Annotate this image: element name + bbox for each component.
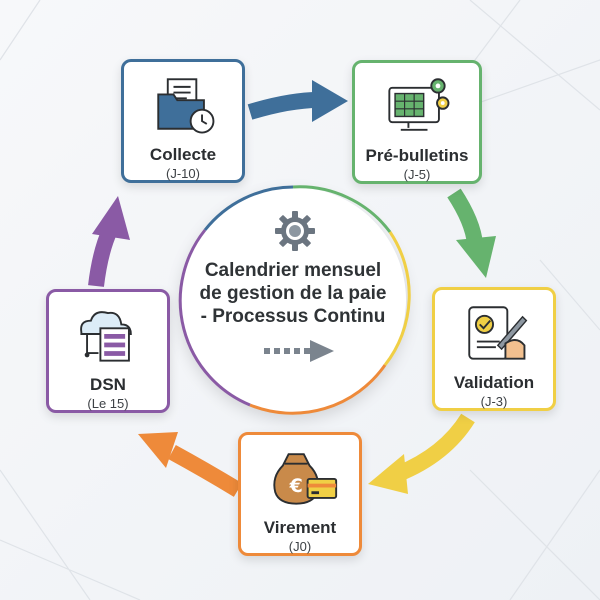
step-validation: Validation (J-3) [432,287,556,411]
arrow-dsn-to-collecte-head [92,196,130,240]
step-dsn-name: DSN [90,375,126,394]
step-collecte-when: (J-10) [166,166,200,181]
step-validation-when: (J-3) [480,394,508,409]
step-collecte-name: Collecte [149,145,217,164]
folder-clock-icon [157,78,215,134]
svg-text:€: € [289,475,303,497]
step-prebulletins-name: Pré-bulletins [365,146,469,165]
tablet-sign-icon [468,306,528,360]
step-prebulletins-when: (J-5) [403,167,431,182]
gear-icon [275,211,315,251]
continuous-arrow-icon [264,340,334,362]
step-collecte: Collecte (J-10) [121,59,245,183]
step-dsn: DSN (Le 15) [46,289,170,413]
monitor-spreadsheet-icon [388,78,450,131]
center-title-line1: Calendrier mensuel [204,260,382,281]
arrow-collecte-to-prebulletins-head [312,80,348,122]
step-virement-name: Virement [263,518,337,537]
center-title-line3: - Processus Continu [200,306,386,327]
step-prebulletins: Pré-bulletins (J-5) [352,60,482,184]
step-virement-when: (J0) [288,539,312,554]
center-title: Calendrier mensuel de gestion de la paie… [188,259,398,328]
arrow-prebulletins-to-validation-head [456,236,496,278]
arrow-virement-to-dsn [168,444,243,497]
money-card-icon: € [273,453,338,505]
step-virement: € Virement (J0) [238,432,362,556]
center-title-line2: de gestion de la paie [199,283,387,304]
arrow-validation-to-virement-head [368,454,408,494]
arrow-validation-to-virement [394,413,475,482]
step-validation-name: Validation [453,373,535,392]
arrow-virement-to-dsn-head [138,432,178,468]
cloud-document-icon [80,311,132,362]
step-dsn-when: (Le 15) [87,396,129,411]
